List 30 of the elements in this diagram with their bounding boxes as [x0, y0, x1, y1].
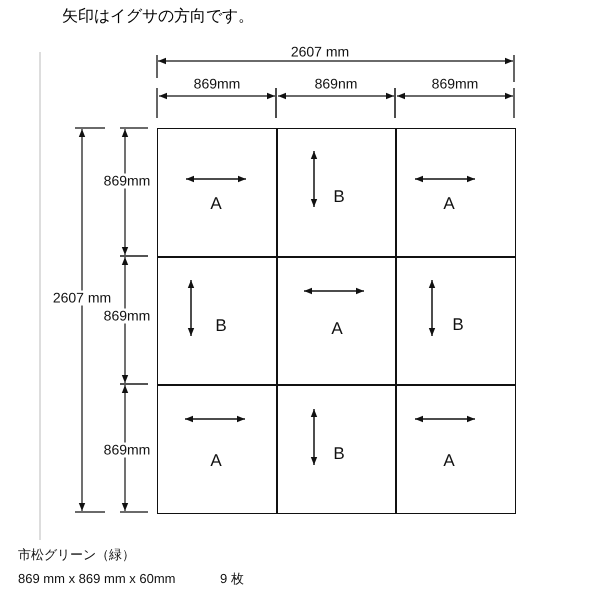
tatami-tile: [157, 128, 278, 258]
tile-label: A: [210, 452, 222, 470]
dimension-label: 869mm: [102, 308, 152, 324]
product-note: 9 枚: [220, 571, 244, 586]
tatami-tile: [276, 384, 396, 514]
title: 矢印はイグサの方向です。: [62, 6, 254, 27]
tile-label: A: [210, 195, 222, 213]
tile-label: A: [331, 320, 343, 338]
dimension-label: 869mm: [192, 76, 242, 92]
tile-label: B: [333, 188, 345, 206]
tatami-tile: [276, 256, 396, 386]
tile-label: B: [452, 316, 464, 334]
dimension-label: 869mm: [102, 442, 152, 458]
tatami-tile: [395, 384, 516, 514]
tatami-tile: [276, 128, 396, 258]
tile-label: B: [333, 445, 345, 463]
tile-label: B: [215, 317, 227, 335]
dimension-label: 2607 mm: [52, 290, 112, 306]
dimension-label: 869mm: [430, 76, 480, 92]
tatami-tile: [395, 128, 516, 258]
dimension-label: 869mm: [102, 174, 152, 188]
dimension-label: 2607 mm: [290, 44, 350, 60]
dimension-label: 869nm: [314, 76, 358, 92]
tatami-tile: [157, 256, 278, 386]
tile-label: A: [443, 195, 455, 213]
tatami-tile: [395, 256, 516, 386]
product-note: 869 mm x 869 mm x 60mm: [18, 571, 176, 586]
tile-label: A: [443, 452, 455, 470]
tatami-tile: [157, 384, 278, 514]
product-note: 市松グリーン（緑）: [18, 547, 135, 562]
